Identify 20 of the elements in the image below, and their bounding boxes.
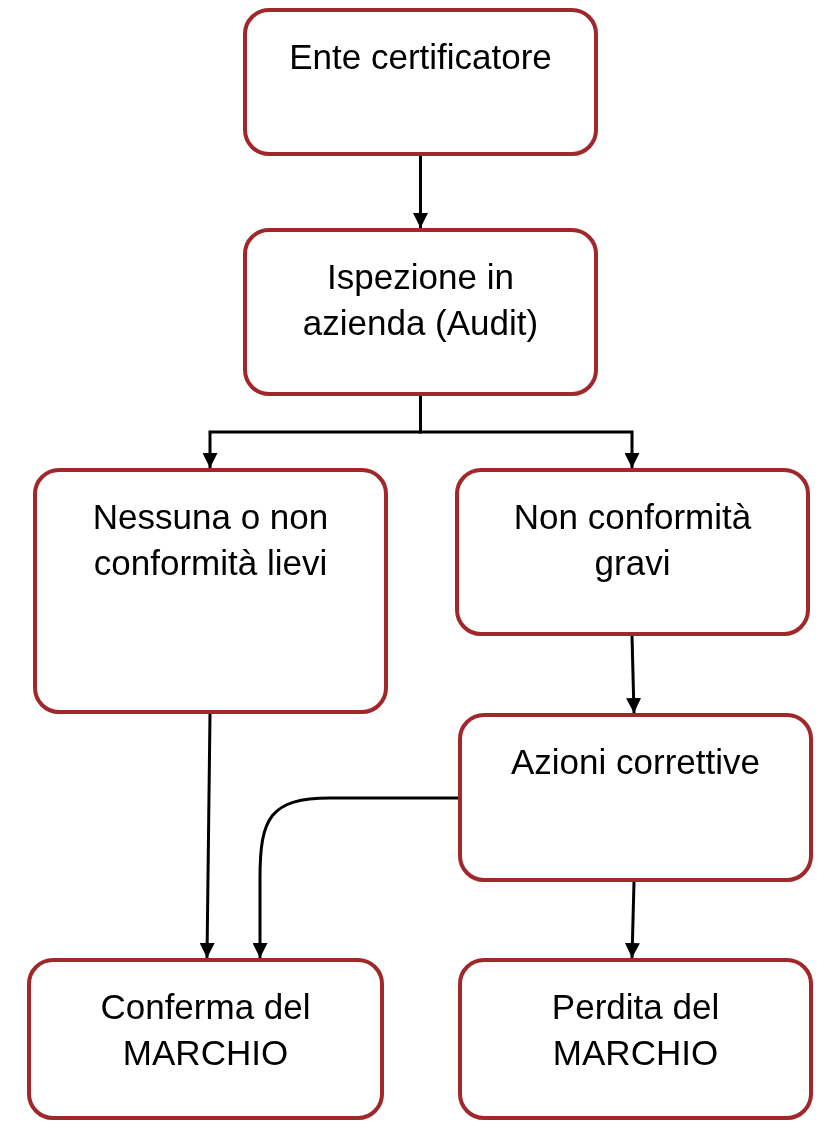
box-text: Non conformità gravi	[512, 496, 753, 584]
process-box	[243, 228, 598, 396]
box-text: Ispezione in azienda (Audit)	[301, 256, 540, 344]
arrow	[419, 396, 640, 468]
arrow	[199, 713, 215, 959]
box-text: Nessuna o non conformità lievi	[91, 496, 330, 584]
box-text: Perdita del MARCHIO	[550, 986, 721, 1074]
box-text: Conferma del MARCHIO	[99, 986, 312, 1074]
arrow	[413, 156, 428, 228]
process-box	[458, 713, 813, 882]
process-box	[33, 468, 388, 714]
process-box	[27, 958, 384, 1120]
arrow	[252, 796, 458, 958]
arrow	[624, 881, 640, 959]
box-text: Ente certificatore	[289, 36, 552, 78]
process-box	[458, 958, 813, 1120]
process-box	[455, 468, 810, 636]
process-box	[243, 8, 598, 156]
box-text: Azioni correttive	[511, 741, 760, 783]
arrow	[626, 635, 642, 714]
